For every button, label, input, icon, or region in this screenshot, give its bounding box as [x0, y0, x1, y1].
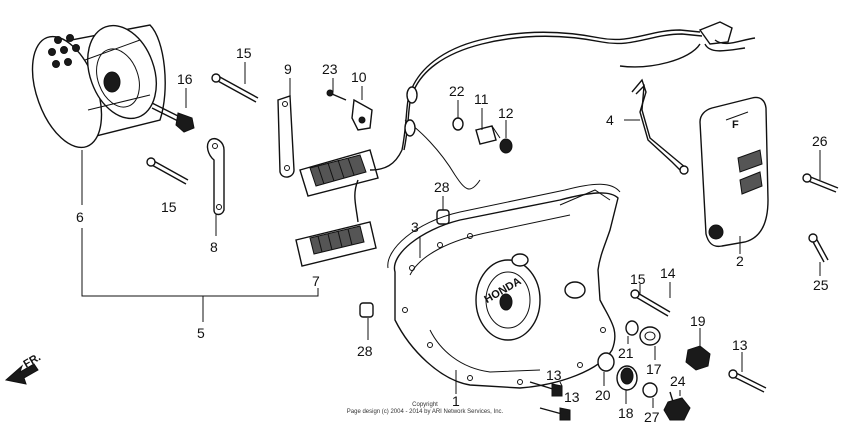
dowel-28-lower — [359, 302, 374, 318]
callout-14: 14 — [660, 265, 676, 281]
washer-27 — [642, 382, 658, 398]
callout-18: 18 — [618, 405, 634, 421]
washer-22 — [452, 117, 464, 131]
callout-numbers: 1 2 3 4 5 6 7 8 9 10 11 12 13 13 13 14 1… — [76, 45, 829, 425]
crankcase-cover: HONDA — [393, 189, 619, 389]
plug-17 — [639, 326, 661, 346]
grommet-11 — [475, 125, 501, 145]
copyright-line-1: Copyright — [412, 402, 438, 408]
callout-24: 24 — [670, 373, 686, 389]
callout-20: 20 — [595, 387, 611, 403]
callout-16: 16 — [177, 71, 193, 87]
callout-27: 27 — [644, 409, 660, 425]
coil-upper — [299, 149, 403, 197]
front-direction-arrow: FR. — [4, 351, 43, 385]
callout-9: 9 — [284, 61, 292, 77]
callout-15-right: 15 — [630, 271, 646, 287]
bolt-25 — [808, 233, 829, 263]
bolt-15-right — [630, 289, 671, 317]
sprocket-cover: F — [699, 96, 769, 248]
bolt-15-top — [211, 73, 259, 103]
wire-harness — [401, 21, 756, 190]
callout-17: 17 — [646, 361, 662, 377]
o-ring-20 — [597, 352, 615, 372]
copyright-line-2: Page design (c) 2004 - 2014 by ARI Netwo… — [346, 409, 504, 415]
callout-15-left: 15 — [161, 199, 177, 215]
bolt-13-lower-a — [529, 381, 563, 397]
cap-12 — [499, 138, 513, 154]
gasket-3 — [387, 183, 621, 269]
callout-10: 10 — [351, 69, 367, 85]
callout-8: 8 — [210, 239, 218, 255]
flywheel — [31, 24, 166, 149]
callout-11: 11 — [474, 91, 489, 107]
cover-letter: F — [732, 119, 739, 131]
bolt-15-left — [146, 157, 189, 185]
callout-13-lower-a: 13 — [546, 367, 562, 383]
plate-9 — [277, 95, 295, 178]
bolt-13-lower-b — [539, 407, 571, 421]
callout-15-top: 15 — [236, 45, 252, 61]
coil-lower — [295, 179, 377, 267]
washer-21 — [625, 320, 639, 336]
flywheel-holes — [48, 34, 80, 68]
callout-12: 12 — [498, 105, 514, 121]
callout-2: 2 — [736, 253, 744, 269]
cover-bolt-holes — [402, 233, 606, 385]
callout-13-lower-b: 13 — [564, 389, 580, 405]
callout-21: 21 — [618, 345, 634, 361]
clamp-10 — [351, 98, 373, 131]
callout-19: 19 — [690, 313, 706, 329]
callout-7: 7 — [312, 273, 320, 289]
plate-8 — [206, 138, 225, 216]
callout-22: 22 — [449, 83, 465, 99]
callout-13-right: 13 — [732, 337, 748, 353]
bolt-26 — [802, 173, 839, 193]
cap-18 — [616, 365, 638, 391]
screw-23 — [326, 89, 347, 101]
bracket-4 — [631, 78, 689, 175]
callout-26: 26 — [812, 133, 828, 149]
bolt-13-right — [728, 369, 767, 393]
leader-lines — [81, 62, 821, 408]
callout-1: 1 — [452, 393, 460, 409]
bolt-16 — [151, 102, 195, 133]
callout-28-upper: 28 — [434, 179, 450, 195]
callout-4: 4 — [606, 112, 614, 128]
nut-19 — [685, 345, 711, 371]
callout-23: 23 — [322, 61, 338, 77]
callout-28-lower: 28 — [357, 343, 373, 359]
callout-6: 6 — [76, 209, 84, 225]
bolt-24 — [663, 391, 691, 421]
callout-3: 3 — [411, 219, 419, 235]
callout-25: 25 — [813, 277, 829, 293]
callout-5: 5 — [197, 325, 205, 341]
front-label: FR. — [22, 351, 43, 370]
